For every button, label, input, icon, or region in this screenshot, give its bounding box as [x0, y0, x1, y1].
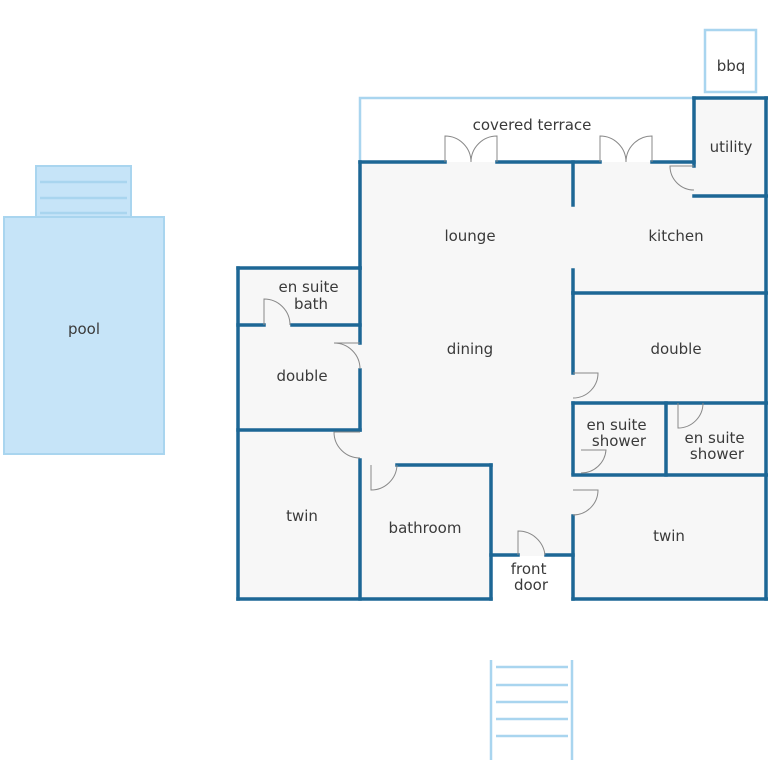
house-floor: [238, 98, 768, 599]
label-twin-left: twin: [286, 507, 318, 525]
label-en-suite-shower-2-line1: en suite: [685, 429, 745, 447]
label-twin-right: twin: [653, 527, 685, 545]
bbq-box: [703, 28, 758, 94]
label-en-suite-shower-2: en suite shower: [685, 429, 750, 463]
room-labels: pool bbq covered terrace utility lounge …: [68, 57, 752, 594]
covered-terrace-outline: [358, 96, 694, 163]
label-en-suite-shower-1-line2: shower: [592, 432, 647, 450]
label-double-left: double: [276, 367, 327, 385]
label-en-suite-shower-1: en suite shower: [587, 416, 652, 450]
pool-area: [3, 165, 165, 455]
label-dining: dining: [447, 340, 493, 358]
label-bathroom: bathroom: [389, 519, 462, 537]
label-pool: pool: [68, 320, 100, 338]
entrance-steps: [489, 660, 574, 760]
label-front-door-line1: front: [511, 560, 547, 578]
label-en-suite-bath: en suite bath: [279, 278, 344, 313]
label-front-door-line2: door: [514, 576, 549, 594]
pool-steps-deck: [35, 165, 132, 219]
label-double-right: double: [650, 340, 701, 358]
label-en-suite-shower-1-line1: en suite: [587, 416, 647, 434]
label-en-suite-bath-line2: bath: [294, 295, 328, 313]
label-bbq: bbq: [717, 57, 746, 75]
label-utility: utility: [710, 138, 753, 156]
house-walls: [236, 96, 768, 601]
label-en-suite-bath-line1: en suite: [279, 278, 339, 296]
label-kitchen: kitchen: [648, 227, 703, 245]
label-covered-terrace: covered terrace: [473, 116, 592, 134]
label-front-door: front door: [511, 560, 551, 594]
pool-basin: [3, 216, 165, 455]
label-lounge: lounge: [444, 227, 495, 245]
doors: [263, 135, 704, 556]
label-en-suite-shower-2-line2: shower: [690, 445, 745, 463]
